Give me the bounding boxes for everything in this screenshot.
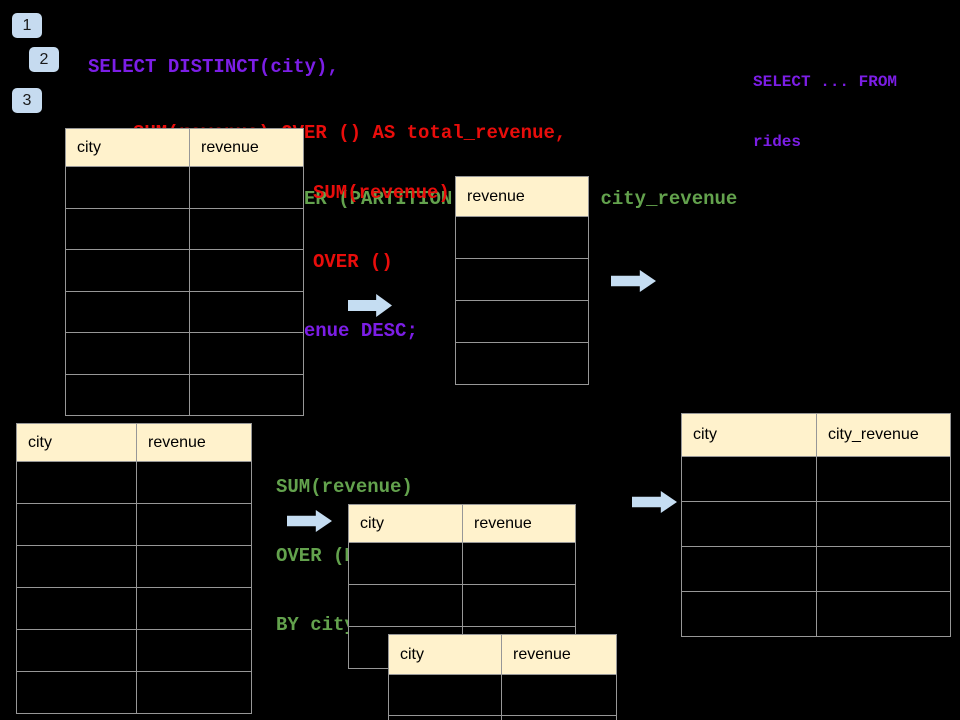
table-cell: [502, 675, 616, 715]
table-cell: [17, 504, 136, 545]
label-partition-line-1: SUM(revenue): [276, 476, 413, 498]
table-partition-overlay: city revenue: [388, 634, 617, 720]
table-cell: [463, 585, 575, 626]
table-cell: [17, 546, 136, 587]
table-cell: [17, 630, 136, 671]
table-total-revenue: revenue: [455, 176, 589, 385]
table-source-bottom: city revenue: [16, 423, 252, 714]
table-cell: [389, 716, 501, 720]
table-cell: [817, 547, 950, 591]
table-cell: [682, 547, 816, 591]
table-cell: [190, 250, 303, 291]
column-header-city: city: [349, 505, 462, 542]
flow-arrow-right-icon: [632, 491, 677, 513]
table-cell: [190, 374, 303, 415]
column-header-city: city: [17, 424, 136, 461]
column-header-revenue: revenue: [502, 635, 616, 674]
step-badge-1: 1: [12, 13, 42, 38]
column-header-revenue: revenue: [137, 424, 251, 461]
table-cell: [17, 672, 136, 713]
column-header-revenue: revenue: [463, 505, 575, 542]
table-cell: [66, 208, 189, 249]
sql-line-select: SELECT DISTINCT(city),: [88, 56, 339, 78]
column-header-city: city: [389, 635, 501, 674]
table-cell: [66, 333, 189, 374]
table-cell: [502, 716, 616, 720]
table-cell: [66, 374, 189, 415]
column-header-revenue: revenue: [190, 129, 303, 166]
table-cell: [17, 588, 136, 629]
table-cell: [137, 462, 251, 503]
label-total-line-1: SUM(revenue): [313, 182, 450, 204]
table-cell: [456, 259, 588, 300]
label-total-line-2: OVER (): [313, 251, 393, 273]
column-header-city: city: [682, 414, 816, 456]
table-cell: [137, 588, 251, 629]
table-cell: [349, 543, 462, 584]
table-source-top: city revenue: [65, 128, 304, 416]
column-header-revenue: revenue: [456, 177, 588, 216]
table-cell: [389, 675, 501, 715]
table-cell: [137, 504, 251, 545]
table-cell: [66, 167, 189, 208]
table-cell: [190, 167, 303, 208]
table-cell: [349, 585, 462, 626]
table-cell: [190, 333, 303, 374]
step-badge-3: 3: [12, 88, 42, 113]
table-cell: [817, 592, 950, 636]
side-note-line-2: rides: [753, 133, 802, 151]
table-cell: [682, 502, 816, 546]
table-cell: [456, 217, 588, 258]
table-cell: [682, 457, 816, 501]
table-cell: [190, 208, 303, 249]
table-cell: [66, 250, 189, 291]
table-cell: [137, 672, 251, 713]
table-cell: [817, 502, 950, 546]
table-cell: [137, 630, 251, 671]
table-cell: [137, 546, 251, 587]
table-cell: [456, 343, 588, 384]
step-badge-2: 2: [29, 47, 59, 72]
side-note-line-1: SELECT ... FROM: [753, 73, 898, 91]
column-header-city: city: [66, 129, 189, 166]
label-total-window: SUM(revenue) OVER (): [313, 136, 450, 320]
table-cell: [817, 457, 950, 501]
column-header-city-revenue: city_revenue: [817, 414, 950, 456]
table-cell: [463, 543, 575, 584]
table-final-result: city city_revenue: [681, 413, 951, 637]
table-cell: [17, 462, 136, 503]
side-note: SELECT ... FROM rides: [753, 32, 897, 192]
table-cell: [456, 301, 588, 342]
table-cell: [190, 291, 303, 332]
table-cell: [66, 291, 189, 332]
table-cell: [682, 592, 816, 636]
